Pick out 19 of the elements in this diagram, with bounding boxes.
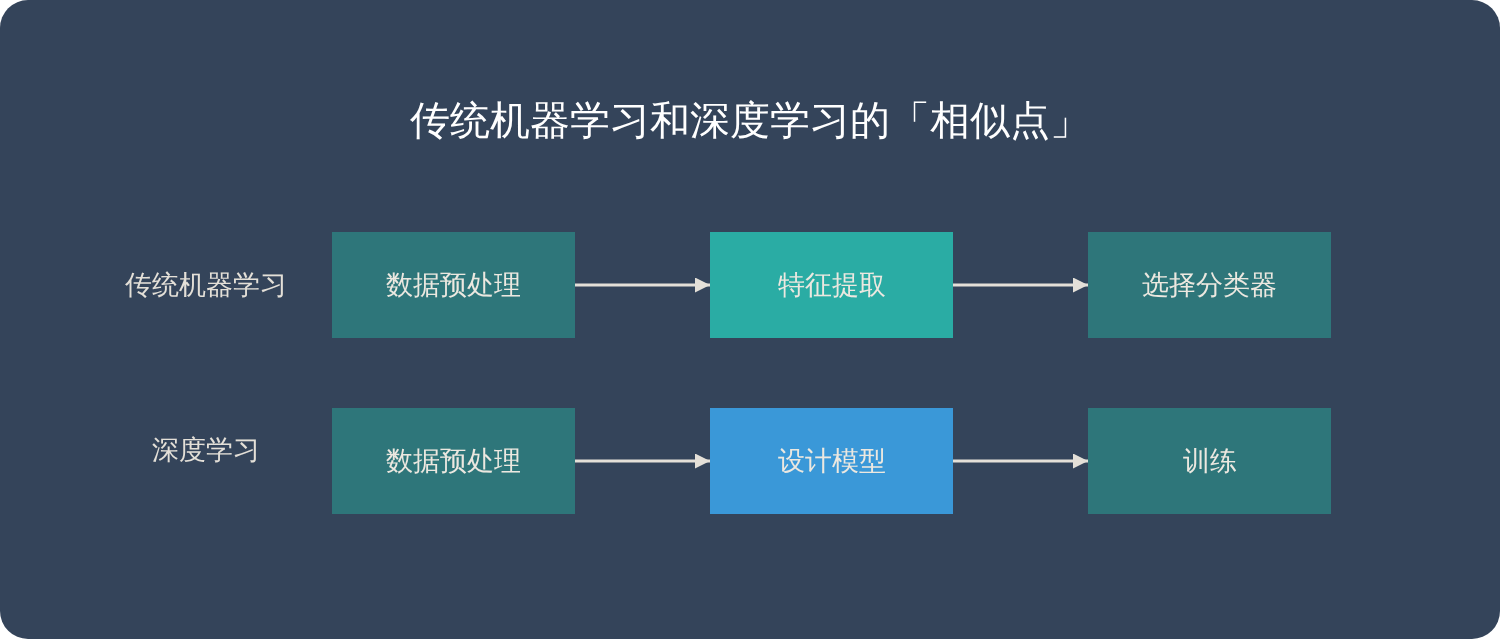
diagram-title: 传统机器学习和深度学习的「相似点」 (409, 96, 1091, 145)
process-box (710, 408, 953, 514)
row-label: 传统机器学习 (124, 268, 288, 302)
arrow (953, 277, 1088, 293)
process-box (1088, 408, 1331, 514)
box-text: 设计模型 (777, 444, 886, 478)
box-text: 特征提取 (777, 268, 886, 302)
arrow (953, 453, 1088, 469)
process-box (332, 408, 575, 514)
box-text: 选择分类器 (1142, 268, 1277, 302)
arrow (575, 277, 710, 293)
box-text: 训练 (1182, 444, 1237, 478)
process-box (710, 232, 953, 338)
process-box (1088, 232, 1331, 338)
arrow (575, 453, 710, 469)
box-text: 数据预处理 (386, 444, 521, 478)
process-box (332, 232, 575, 338)
box-text: 数据预处理 (386, 268, 521, 302)
row-label: 深度学习 (151, 433, 261, 467)
